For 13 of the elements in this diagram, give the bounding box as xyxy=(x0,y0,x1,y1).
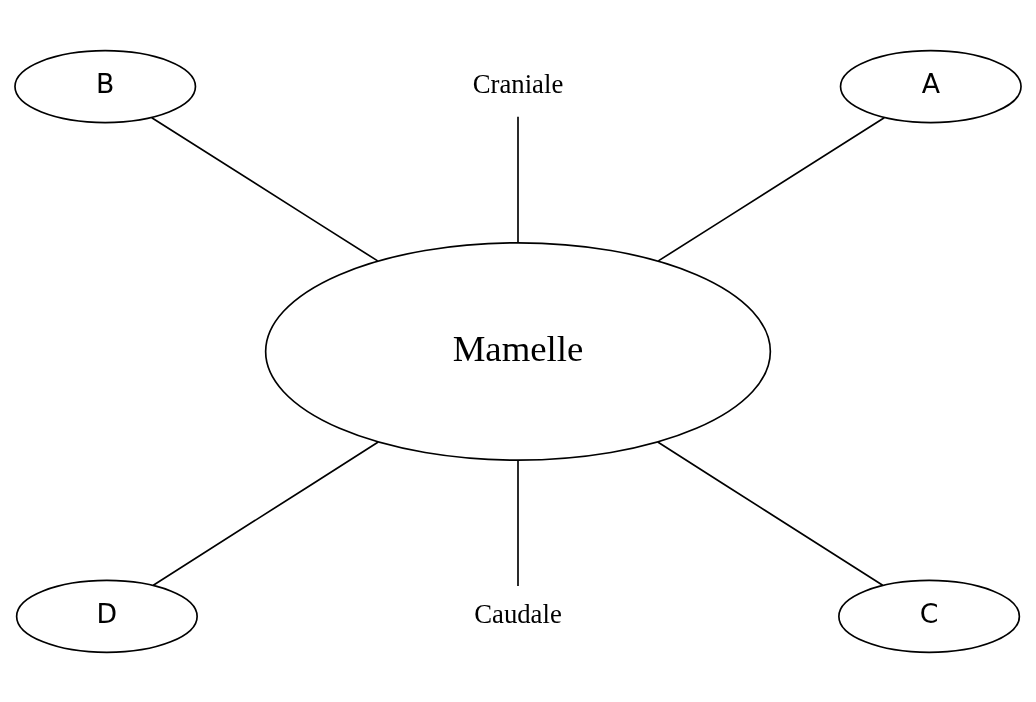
connector xyxy=(152,440,380,586)
connector xyxy=(657,116,886,262)
node-ellipse: A xyxy=(839,49,1022,123)
node-text: Craniale xyxy=(472,68,564,99)
connector xyxy=(150,116,379,262)
node-ellipse: C xyxy=(838,579,1021,653)
connector xyxy=(656,440,884,586)
node-text: Caudale xyxy=(474,598,562,629)
connector xyxy=(517,458,519,587)
connector xyxy=(517,115,519,244)
node-ellipse: D xyxy=(15,579,198,653)
node-ellipse: Mamelle xyxy=(264,241,772,461)
node-ellipse: B xyxy=(14,49,197,123)
